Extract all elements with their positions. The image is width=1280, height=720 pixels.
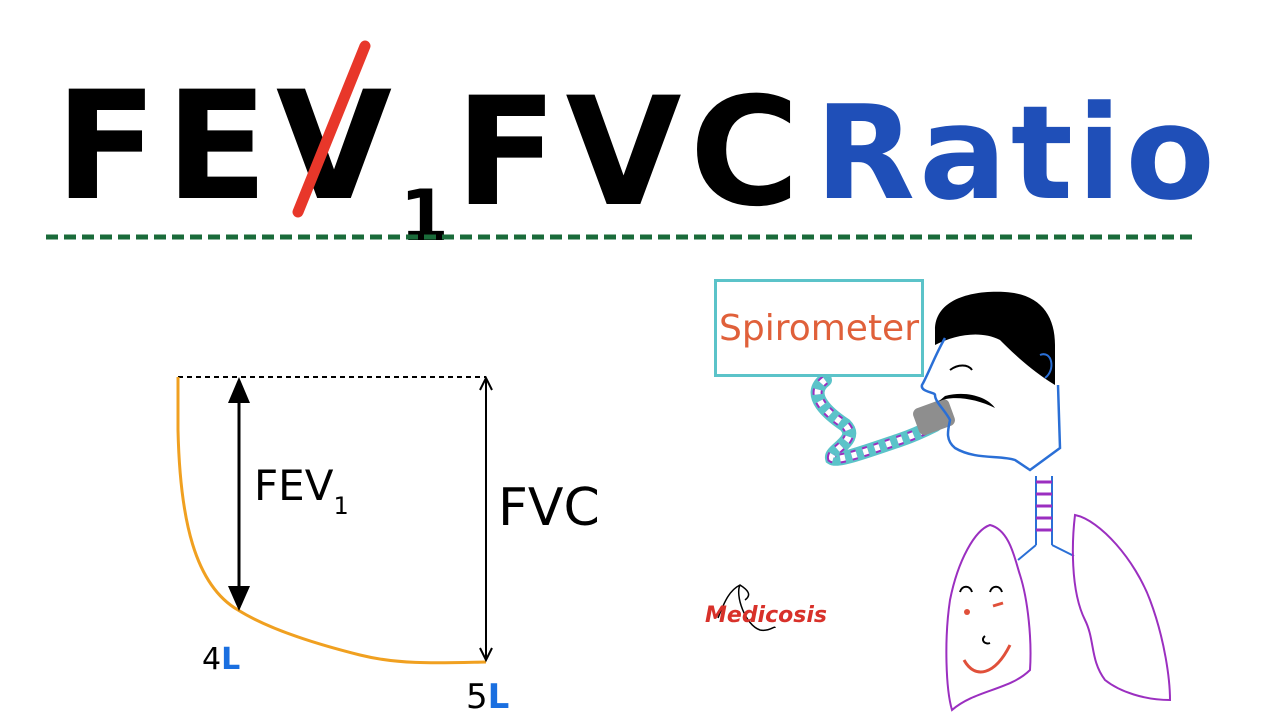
fvc-volume-label: 5L [466,680,509,714]
fev1-label: FEV1 [254,465,349,519]
lungs [945,513,1172,712]
fev1-volume-value: 4 [202,642,222,677]
fev1-arrow [228,377,250,611]
fev1-label-text: FEV [254,461,334,510]
title-ratio: Ratio [815,77,1219,229]
title-slash [292,40,371,218]
fvc-volume-value: 5 [466,677,488,717]
trachea [1017,476,1075,561]
fvc-arrow [479,375,493,663]
title-fvc: FVC [455,66,808,240]
spirometer-tube [810,373,942,466]
fvc-label: FVC [498,478,600,538]
fev1-volume-unit: L [221,642,241,677]
fvc-volume-unit: L [487,677,510,717]
fev1-volume-label: 4L [202,645,240,675]
title-fev-text: FEV [55,60,401,234]
brand-logo: Medicosis [705,603,827,628]
fev1-label-subscript: 1 [333,492,349,520]
spirometer-label-box: Spirometer [714,279,924,377]
person-head [920,291,1062,472]
title-fev: FEV1 [55,72,449,251]
expiration-curve [176,377,487,665]
stethoscope-icon [717,584,776,632]
spirometer-label: Spirometer [718,307,920,349]
mouthpiece [913,399,955,435]
